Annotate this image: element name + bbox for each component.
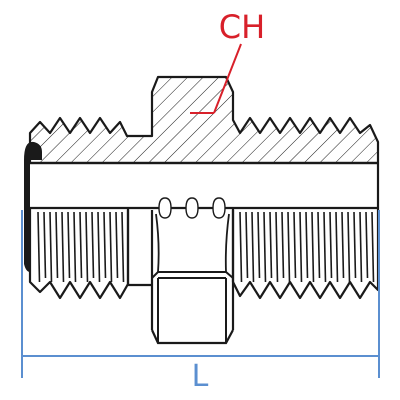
right-thread-line xyxy=(323,211,327,283)
break-mark xyxy=(212,197,226,219)
right-thread-line xyxy=(347,211,351,283)
right-thread-line xyxy=(335,211,339,283)
length-dimension: L xyxy=(21,210,380,394)
right-thread-line xyxy=(287,211,291,283)
left-thread-line xyxy=(85,211,89,283)
left-thread xyxy=(28,208,130,300)
right-thread-line xyxy=(353,211,357,279)
left-thread-outline xyxy=(28,208,130,300)
left-thread-line xyxy=(67,211,71,279)
left-thread-line xyxy=(121,211,125,283)
left-thread-line xyxy=(73,211,77,283)
ch-leader-line xyxy=(213,43,242,114)
right-thread-line xyxy=(359,211,363,283)
bore xyxy=(30,163,380,210)
right-thread-line xyxy=(251,211,255,283)
right-thread-line xyxy=(275,211,279,283)
left-thread-line xyxy=(103,211,107,279)
right-thread-line xyxy=(245,211,249,279)
right-thread-line xyxy=(257,211,261,279)
right-thread-line xyxy=(329,211,333,279)
left-thread-line xyxy=(61,211,65,283)
left-thread-line xyxy=(55,211,59,279)
right-thread-line xyxy=(281,211,285,279)
right-thread-line xyxy=(311,211,315,283)
hex-inner-curve-right xyxy=(224,213,230,273)
hex-inner-curve-left xyxy=(155,213,160,273)
upper-cross-section xyxy=(28,75,380,165)
break-marks xyxy=(158,197,226,219)
left-thread-line xyxy=(115,211,119,279)
right-thread-line xyxy=(263,211,267,283)
ch-annotation: CH xyxy=(190,8,265,114)
break-mark xyxy=(185,197,199,219)
left-thread-line xyxy=(49,211,53,283)
right-thread-line xyxy=(317,211,321,279)
section-hatch xyxy=(28,75,380,165)
right-thread-line xyxy=(239,211,243,283)
right-thread-line xyxy=(299,211,303,283)
right-thread-outline xyxy=(231,208,380,300)
left-thread-line xyxy=(79,211,83,279)
right-thread-line xyxy=(305,211,309,279)
left-thread-line xyxy=(109,211,113,283)
hex-face-top xyxy=(151,271,234,279)
left-thread-line xyxy=(97,211,101,283)
ch-label: CH xyxy=(219,8,265,46)
left-thread-line xyxy=(91,211,95,279)
right-thread-line xyxy=(269,211,273,279)
o-ring xyxy=(24,141,42,272)
right-thread-line xyxy=(365,211,369,279)
right-thread-line xyxy=(371,211,375,283)
right-thread-line xyxy=(341,211,345,279)
o-ring-shape xyxy=(24,141,42,272)
right-thread-line xyxy=(293,211,297,279)
break-mark xyxy=(158,197,172,219)
right-thread xyxy=(231,208,380,300)
left-thread-line xyxy=(37,211,41,283)
hex-bottom xyxy=(151,329,234,345)
length-label: L xyxy=(192,359,209,394)
left-thread-line xyxy=(43,211,47,279)
hex-body xyxy=(126,210,235,345)
